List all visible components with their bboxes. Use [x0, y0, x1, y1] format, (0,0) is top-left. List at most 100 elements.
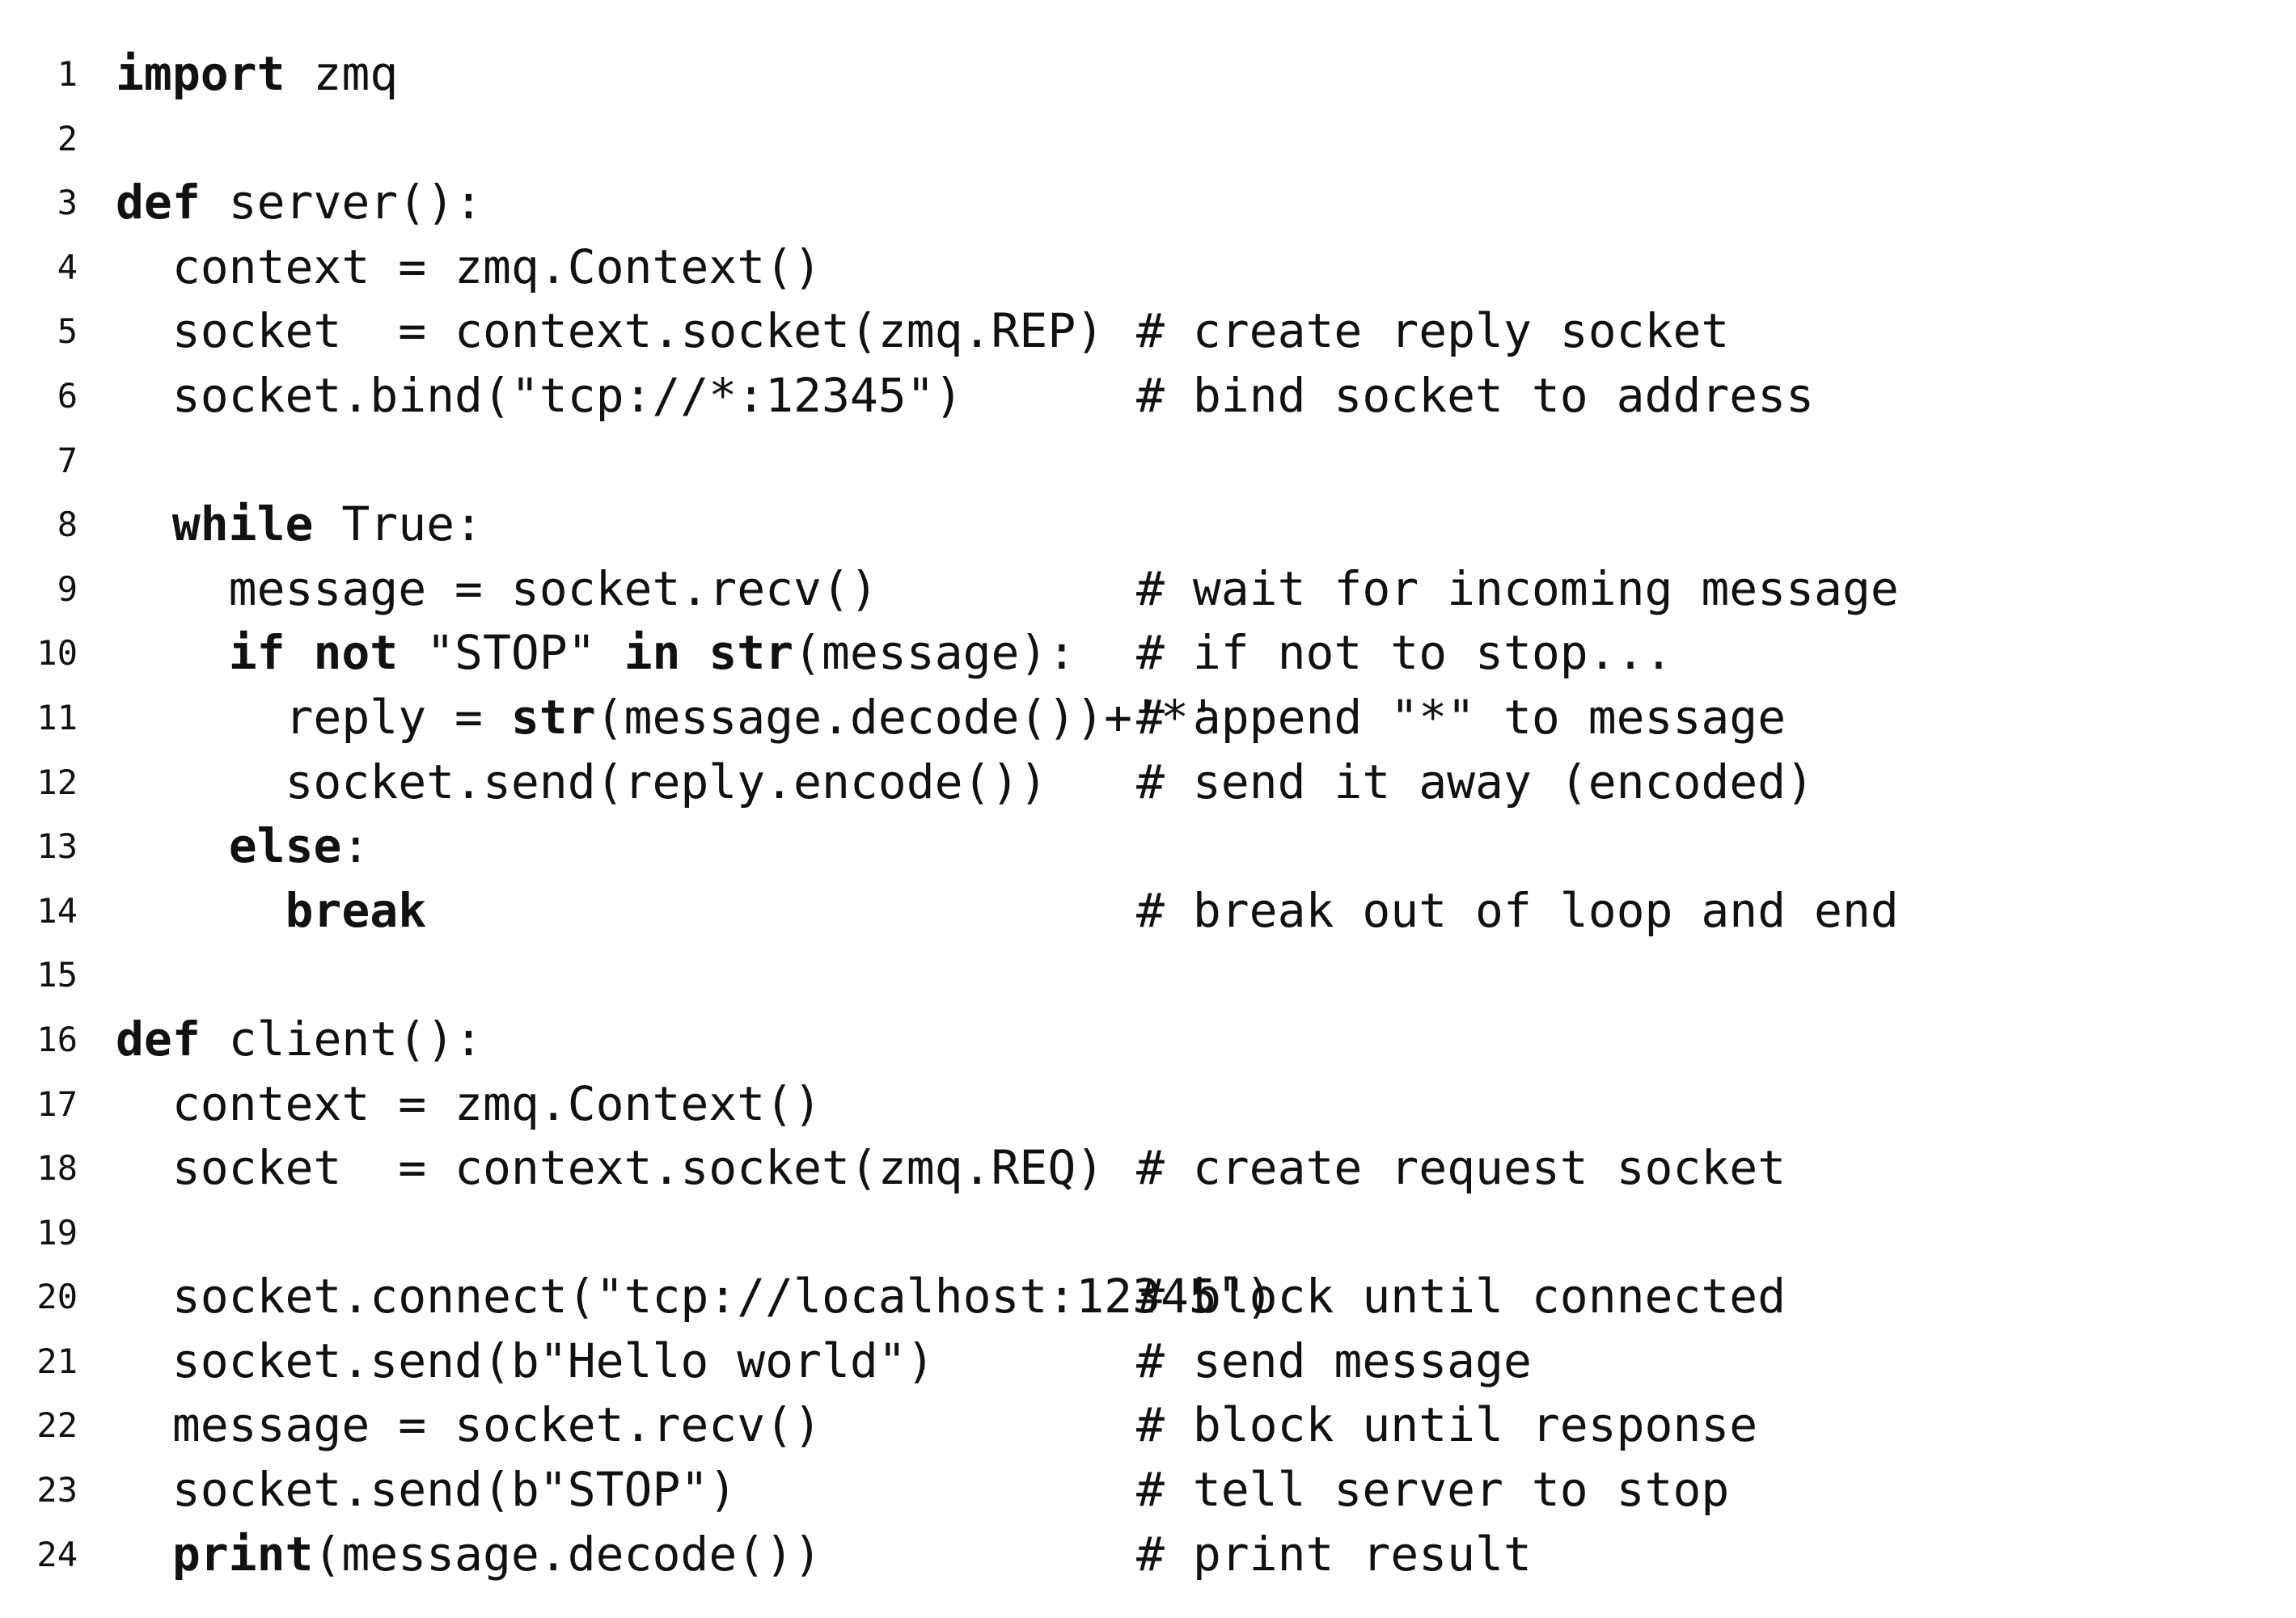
code-line: 10 if not "STOP" in str(message): # if no…	[0, 621, 2296, 686]
code-line: 2	[0, 107, 2296, 171]
code-text: socket = context.socket(zmq.REP)	[116, 299, 1104, 364]
line-number: 7	[57, 440, 78, 480]
code-line: 7	[0, 429, 2296, 493]
code-line: 22 message = socket.recv() # block until …	[0, 1393, 2296, 1458]
line-number: 9	[57, 568, 78, 609]
line-number: 18	[36, 1148, 78, 1189]
code-line: 23 socket.send(b"STOP") # tell server to …	[0, 1458, 2296, 1523]
code-comment: # send message	[1136, 1333, 1532, 1388]
code-line: 15	[0, 943, 2296, 1008]
line-number: 6	[57, 375, 78, 416]
code-line: 16 def client():	[0, 1008, 2296, 1072]
code-line: 20 socket.connect("tcp://localhost:12345…	[0, 1265, 2296, 1329]
code-text: else:	[116, 814, 370, 879]
code-text: message = socket.recv()	[116, 557, 878, 622]
line-number: 19	[36, 1212, 78, 1253]
code-segment	[680, 625, 708, 680]
code-comment: # break out of loop and end	[1136, 882, 1899, 938]
line-number: 15	[36, 955, 78, 995]
code-keyword: while	[171, 496, 314, 552]
code-line: 13 else:	[0, 814, 2296, 879]
line-number: 10	[36, 633, 78, 674]
code-segment	[116, 883, 285, 938]
code-text: socket.send(b"STOP")	[116, 1458, 737, 1523]
code-text: context = zmq.Context()	[116, 235, 822, 300]
code-keyword: else	[228, 818, 342, 874]
code-text: print(message.decode())	[116, 1523, 822, 1587]
code-text: reply = str(message.decode())+'*'	[116, 686, 1217, 750]
code-keyword: break	[285, 882, 427, 938]
code-keyword: def	[116, 1011, 201, 1067]
code-line: 3 def server():	[0, 171, 2296, 235]
code-text: break	[116, 879, 427, 944]
line-number: 16	[36, 1019, 78, 1059]
line-number: 24	[36, 1534, 78, 1574]
code-segment: socket.connect("tcp://localhost:12345")	[116, 1269, 1274, 1324]
line-number: 17	[36, 1084, 78, 1124]
code-line: 12 socket.send(reply.encode()) # send it …	[0, 750, 2296, 815]
code-keyword: print	[171, 1526, 314, 1582]
line-number: 5	[57, 311, 78, 352]
code-text: def server():	[116, 171, 483, 235]
code-segment	[116, 818, 229, 873]
code-line: 24 print(message.decode())# print result	[0, 1523, 2296, 1587]
code-text: import zmq	[116, 42, 398, 107]
code-segment: context = zmq.Context()	[116, 239, 822, 294]
code-text: while True:	[116, 492, 483, 557]
code-keyword: in	[624, 625, 681, 681]
code-segment: reply =	[116, 689, 511, 745]
code-line: 9 message = socket.recv()# wait for inco…	[0, 557, 2296, 622]
line-number: 21	[36, 1341, 78, 1381]
line-number: 20	[36, 1277, 78, 1317]
line-number: 13	[36, 826, 78, 867]
code-segment: socket = context.socket(zmq.REQ)	[116, 1140, 1105, 1196]
code-text: socket.bind("tcp://*:12345")	[116, 364, 963, 429]
code-comment: # if not to stop...	[1136, 625, 1673, 681]
code-segment: True:	[313, 496, 483, 552]
code-line: 5 socket = context.socket(zmq.REP) # crea…	[0, 299, 2296, 364]
code-segment: context = zmq.Context()	[116, 1075, 822, 1131]
code-text: socket.send(reply.encode())	[116, 750, 1048, 815]
code-segment: (message.decode())+'*'	[595, 689, 1217, 745]
code-segment: :	[341, 818, 370, 874]
line-number: 1	[57, 54, 78, 94]
code-line: 6 socket.bind("tcp://*:12345") # bind soc…	[0, 364, 2296, 429]
line-number: 14	[36, 890, 78, 931]
code-segment: client():	[200, 1011, 483, 1067]
code-text: if not "STOP" in str(message):	[116, 621, 1076, 686]
code-line: 14 break # break out of loop and end	[0, 879, 2296, 944]
code-comment: # create request socket	[1136, 1140, 1786, 1196]
code-text: socket = context.socket(zmq.REQ)	[116, 1136, 1104, 1201]
code-text: socket.connect("tcp://localhost:12345")	[116, 1265, 1274, 1329]
code-segment: socket.send(reply.encode())	[116, 754, 1048, 809]
line-number: 23	[36, 1470, 78, 1510]
code-keyword: str	[708, 625, 794, 681]
code-segment: (message.decode())	[313, 1526, 822, 1582]
code-line: 18 socket = context.socket(zmq.REQ) # cre…	[0, 1136, 2296, 1201]
code-text: def client():	[116, 1008, 483, 1072]
code-segment: socket = context.socket(zmq.REP)	[116, 303, 1105, 359]
code-text: message = socket.recv()	[116, 1393, 822, 1458]
code-comment: # create reply socket	[1136, 303, 1730, 359]
code-line: 8 while True:	[0, 492, 2296, 557]
code-keyword: import	[116, 46, 285, 101]
code-text: socket.send(b"Hello world")	[116, 1329, 935, 1394]
code-segment: socket.send(b"Hello world")	[116, 1333, 935, 1388]
code-comment: # block until response	[1136, 1397, 1758, 1453]
code-line: 11 reply = str(message.decode())+'*'# ap…	[0, 686, 2296, 750]
line-number: 12	[36, 762, 78, 802]
code-comment: # append "*" to message	[1136, 689, 1786, 745]
line-number: 2	[57, 118, 78, 158]
code-segment: message = socket.recv()	[116, 560, 878, 616]
line-number: 22	[36, 1405, 78, 1446]
code-comment: # bind socket to address	[1136, 367, 1815, 423]
code-comment: # send it away (encoded)	[1136, 754, 1815, 809]
code-keyword: str	[510, 689, 596, 745]
code-segment: socket.bind("tcp://*:12345")	[116, 367, 963, 423]
line-number: 4	[57, 247, 78, 287]
code-comment: # tell server to stop	[1136, 1462, 1730, 1518]
code-keyword: def	[116, 175, 201, 230]
code-comment: # block until connected	[1136, 1269, 1786, 1324]
line-number: 3	[57, 183, 78, 223]
code-segment: zmq	[285, 46, 399, 101]
